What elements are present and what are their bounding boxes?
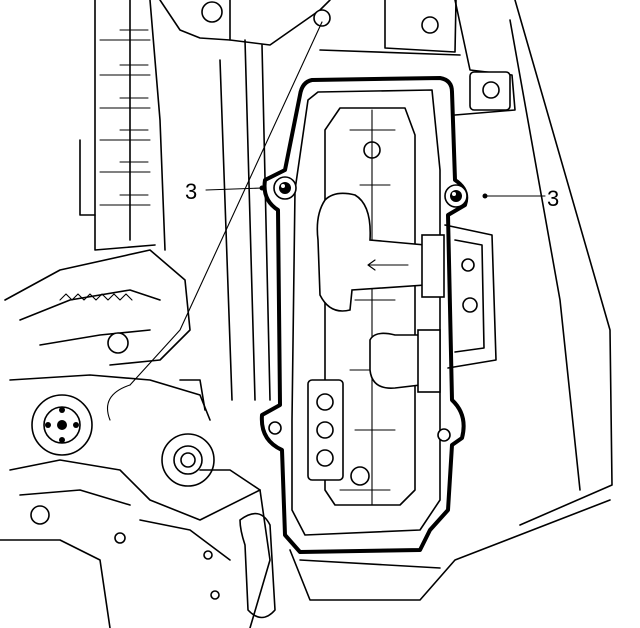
grille-fins xyxy=(99,29,151,206)
callout-label-right: 3 xyxy=(547,186,559,211)
callout-label-left: 3 xyxy=(185,179,197,204)
callout-right: 3 xyxy=(482,186,559,211)
callout-left: 3 xyxy=(185,179,265,204)
engine-housing xyxy=(0,0,613,628)
bolt-right xyxy=(444,184,468,208)
cable-line xyxy=(129,21,323,386)
callout-dot-left xyxy=(259,185,265,191)
sprocket xyxy=(31,394,93,456)
pulley xyxy=(161,433,215,487)
cover-gasket xyxy=(259,76,469,554)
cover-inner-detail xyxy=(268,107,497,506)
serrated-edge xyxy=(59,293,133,301)
callout-leader-left xyxy=(205,187,263,191)
bolt-left xyxy=(273,176,297,200)
callout-dot-right xyxy=(482,193,488,199)
